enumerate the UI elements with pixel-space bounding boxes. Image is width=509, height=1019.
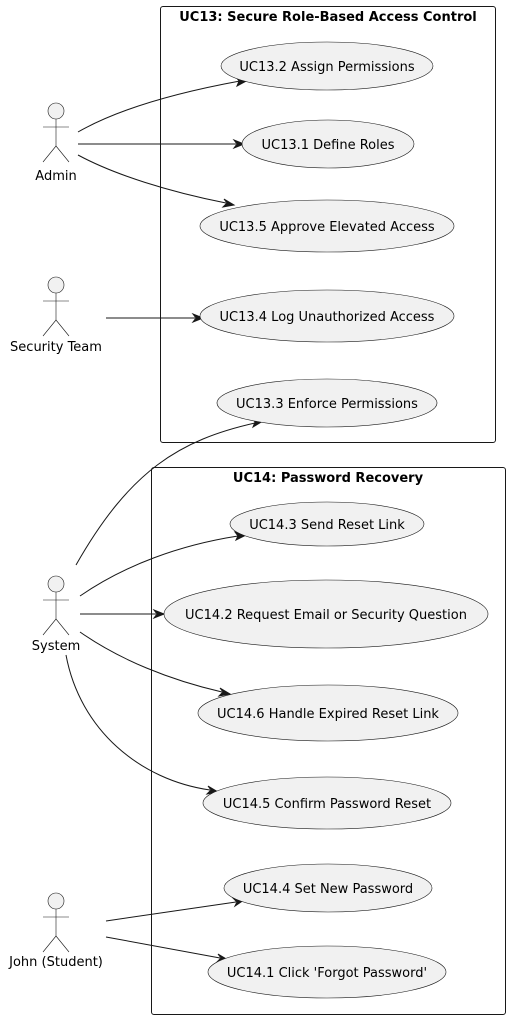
stick-figure-icon	[42, 575, 70, 636]
actor-system: System	[32, 575, 80, 654]
edge-admin-uc13-5	[77, 154, 227, 204]
use-case-uc13-4: UC13.4 Log Unauthorized Access	[199, 289, 455, 343]
actor-label: System	[32, 639, 80, 654]
use-case-label: UC13.3 Enforce Permissions	[236, 397, 418, 412]
use-case-label: UC14.6 Handle Expired Reset Link	[217, 707, 439, 722]
actor-label: Admin	[35, 169, 76, 184]
use-case-uc14-2: UC14.2 Request Email or Security Questio…	[163, 579, 489, 649]
edge-system-uc14-5	[65, 654, 211, 791]
use-case-label: UC14.5 Confirm Password Reset	[223, 797, 431, 812]
use-case-label: UC14.4 Set New Password	[243, 882, 413, 897]
arrow-system-uc14-6	[217, 687, 232, 697]
edge-system-uc14-3	[79, 535, 239, 597]
use-case-uc13-2: UC13.2 Assign Permissions	[220, 41, 434, 91]
edge-john-uc14-4	[105, 901, 237, 922]
use-case-uc14-5: UC14.5 Confirm Password Reset	[202, 776, 452, 830]
actor-security-team: Security Team	[10, 276, 102, 355]
arrow-admin-uc13-5	[221, 198, 236, 208]
use-case-uc13-3: UC13.3 Enforce Permissions	[216, 378, 438, 428]
use-case-uc13-5: UC13.5 Approve Elevated Access	[199, 199, 455, 253]
actor-john-student: John (Student)	[8, 892, 103, 970]
use-case-uc14-4: UC14.4 Set New Password	[223, 863, 433, 913]
use-case-uc14-3: UC14.3 Send Reset Link	[229, 501, 425, 547]
use-case-label: UC13.4 Log Unauthorized Access	[220, 310, 435, 325]
actor-label: John (Student)	[8, 955, 103, 970]
use-case-label: UC14.3 Send Reset Link	[249, 518, 405, 533]
use-case-label: UC14.1 Click 'Forgot Password'	[227, 966, 427, 981]
use-case-uc13-1: UC13.1 Define Roles	[241, 119, 415, 169]
use-case-label: UC13.2 Assign Permissions	[239, 60, 414, 75]
edge-system-uc14-6	[79, 631, 223, 693]
use-case-uc14-6: UC14.6 Handle Expired Reset Link	[197, 684, 459, 742]
use-case-label: UC13.5 Approve Elevated Access	[219, 220, 435, 235]
stick-figure-icon	[42, 892, 70, 953]
arrow-security-uc13-4	[191, 312, 205, 324]
stick-figure-icon	[42, 102, 70, 163]
use-case-label: UC14.2 Request Email or Security Questio…	[185, 608, 467, 623]
edge-system-uc13-3	[75, 422, 256, 566]
boundary-title-uc14: UC14: Password Recovery	[233, 471, 424, 486]
boundary-title-uc13: UC13: Secure Role-Based Access Control	[179, 10, 477, 25]
use-case-label: UC13.1 Define Roles	[261, 138, 394, 153]
use-case-uc14-1: UC14.1 Click 'Forgot Password'	[207, 945, 447, 999]
arrow-system-uc14-2	[152, 608, 166, 620]
stick-figure-icon	[42, 276, 70, 337]
actor-label: Security Team	[10, 340, 102, 355]
arrow-admin-uc13-1	[232, 138, 246, 150]
edge-admin-uc13-2	[77, 80, 241, 133]
actor-admin: Admin	[35, 102, 77, 184]
edge-john-uc14-1	[105, 936, 221, 959]
